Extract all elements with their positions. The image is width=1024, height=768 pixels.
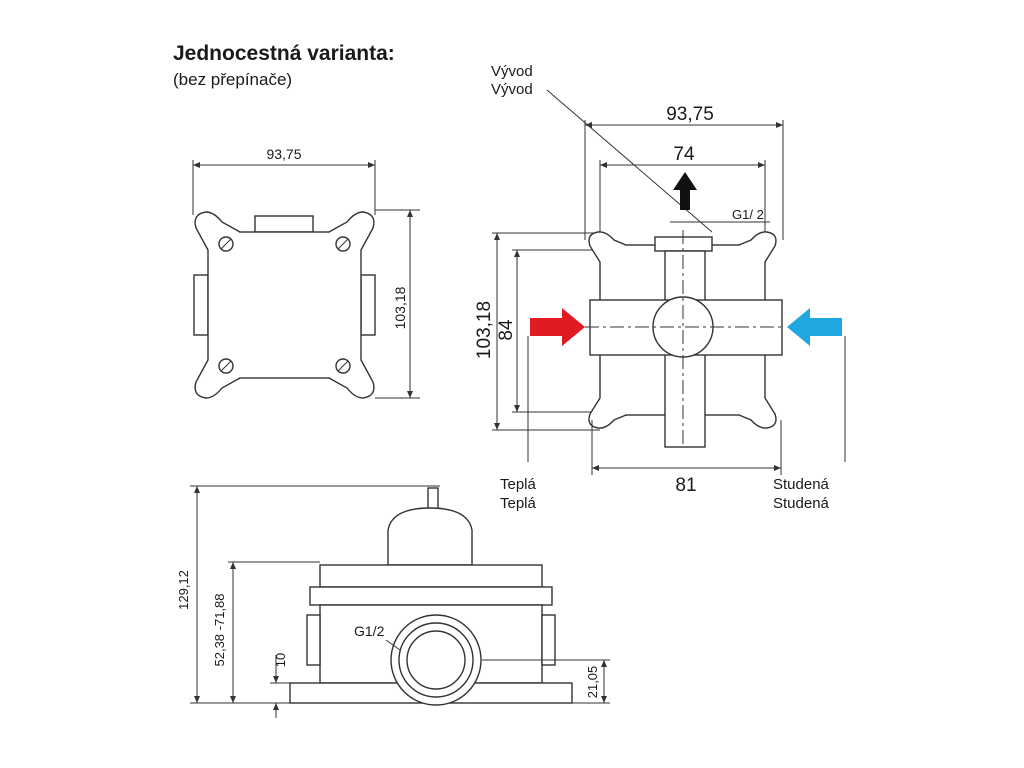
front-height-label: 103,18 (392, 286, 408, 329)
front-right-port (360, 274, 376, 336)
side-inlet-bore (406, 630, 466, 690)
front-view: 93,75 103,18 (192, 146, 420, 399)
front-body (207, 231, 362, 379)
bottom-width-label: 81 (675, 475, 696, 496)
outlet-label-1: Vývod (491, 63, 533, 80)
outlet-arrow-icon (673, 172, 697, 210)
front-screws (218, 236, 351, 374)
right-view: Vývod Vývod 93,75 74 G1/ 2 103,18 84 (474, 63, 846, 512)
front-width-label: 93,75 (266, 146, 301, 162)
inner-width-label: 74 (673, 144, 695, 165)
side-flange (309, 586, 553, 606)
right-mounting-ears (588, 231, 777, 429)
diagram-title: Jednocestná varianta: (173, 42, 395, 65)
cold-inlet-arrow-icon (787, 308, 842, 346)
outlet-thread-label: G1/ 2 (732, 207, 764, 222)
cold-label-2: Studená (773, 495, 830, 512)
cold-label-1: Studená (773, 476, 830, 493)
side-right-lug (541, 614, 556, 666)
side-view: 129,12 52,38 -71,88 10 G1/2 21,05 (176, 485, 610, 718)
front-mounting-ears (194, 211, 375, 399)
front-left-port (193, 274, 209, 336)
hot-label-2: Teplá (500, 495, 537, 512)
side-top-plate (319, 564, 543, 588)
front-top-nozzle (254, 215, 314, 233)
outer-height-label: 103,18 (474, 301, 495, 359)
hot-label-1: Teplá (500, 476, 537, 493)
side-handle-cap (387, 507, 473, 566)
inlet-height-label: 21,05 (585, 666, 600, 699)
outlet-label-2: Vývod (491, 81, 533, 98)
hot-inlet-arrow-icon (530, 308, 585, 346)
inner-height-label: 84 (496, 319, 517, 341)
total-height-label: 129,12 (176, 570, 191, 610)
side-left-lug (306, 614, 321, 666)
diagram-subtitle: (bez přepínače) (173, 70, 293, 89)
side-thread-label: G1/2 (354, 623, 385, 639)
outer-width-label: 93,75 (666, 104, 714, 125)
side-handle-stem (427, 487, 439, 511)
depth-range-label: 52,38 -71,88 (212, 593, 227, 666)
base-height-label: 10 (273, 653, 288, 667)
